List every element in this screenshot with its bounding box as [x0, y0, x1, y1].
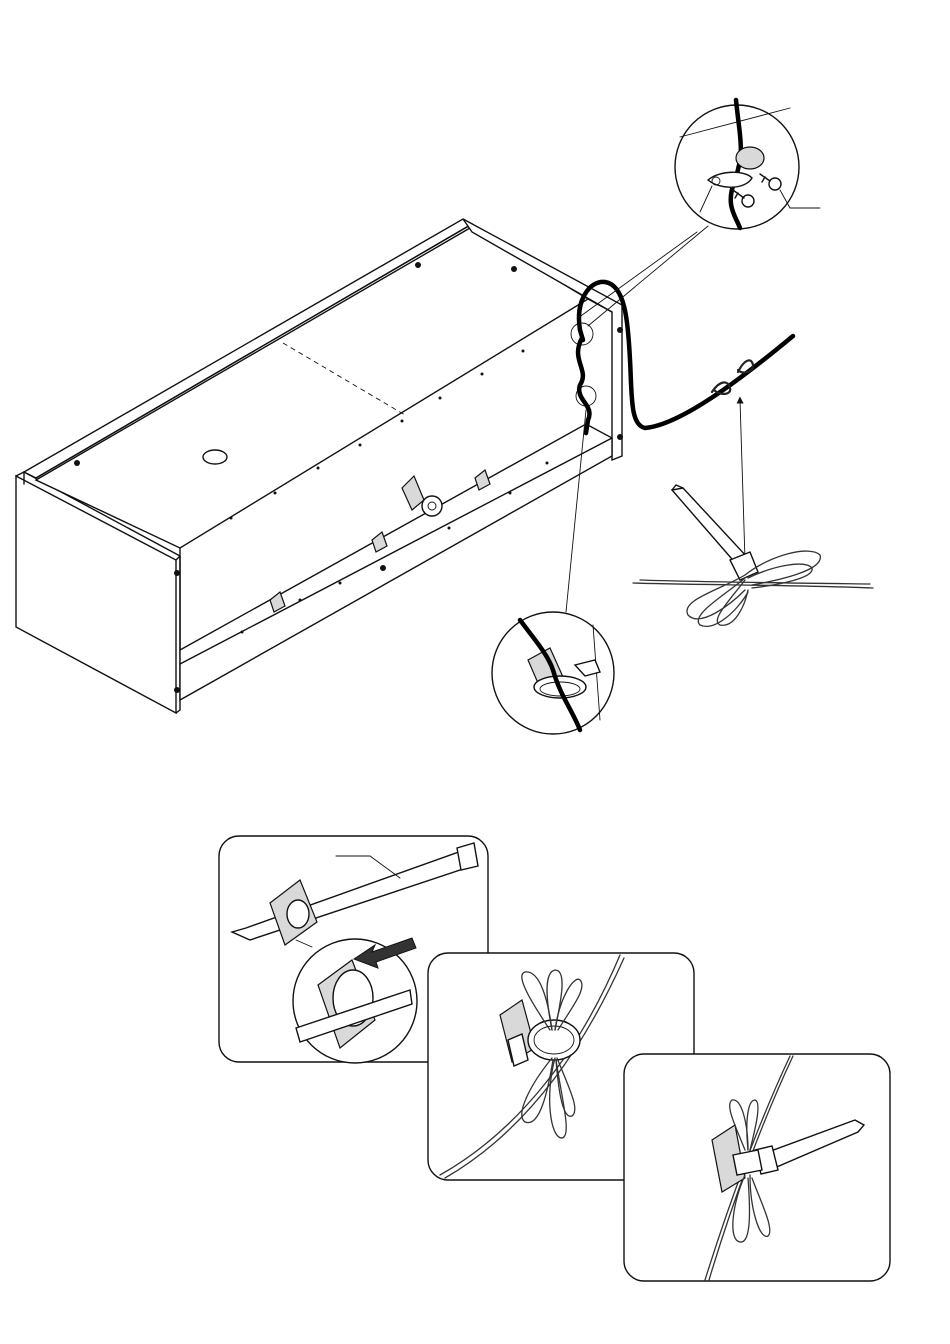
cable-clip-detail: [675, 100, 820, 229]
cable-tie-bundle: [633, 360, 873, 626]
step-tighten-tie: [624, 1054, 890, 1281]
cable-tie-tail: [672, 488, 748, 566]
clip-plate: [736, 147, 764, 169]
adhesive-tie-mount-detail: [492, 612, 614, 734]
lock-cylinder: [402, 476, 442, 516]
